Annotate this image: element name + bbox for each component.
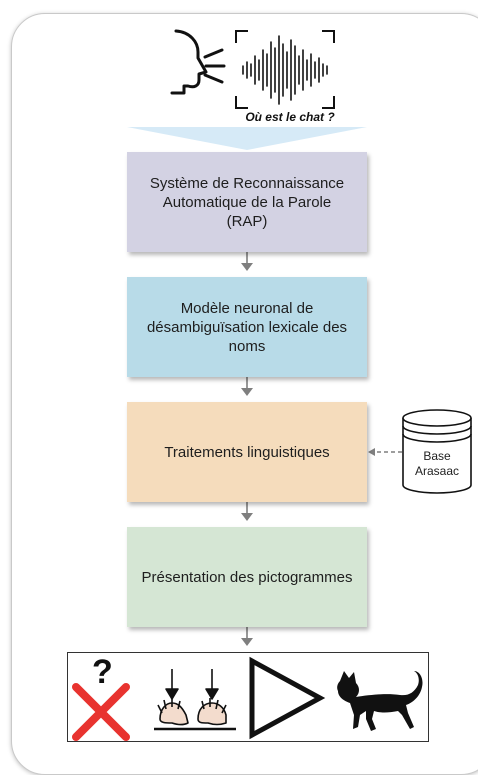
- waveform: [242, 35, 328, 105]
- input-funnel: [127, 127, 367, 150]
- step-label: Présentation des pictogrammes: [141, 568, 353, 586]
- database-link-arrow: [368, 448, 402, 456]
- step-lexical-disambiguation: Modèle neuronal de désambiguïsation lexi…: [127, 277, 367, 377]
- question-cross-icon: ?: [72, 653, 130, 741]
- flow-arrow: [241, 377, 253, 396]
- flow-arrow: [241, 627, 253, 646]
- step-label: Traitements linguistiques: [164, 443, 330, 461]
- pictogram-panel: ?: [67, 652, 429, 742]
- step-label: Système de Reconnaissance Automatique de…: [149, 174, 345, 230]
- hands-pointing-down-icon: [154, 669, 236, 731]
- step-speech-recognition: Système de Reconnaissance Automatique de…: [127, 152, 367, 252]
- flow-arrow: [241, 502, 253, 521]
- step-linguistic-processing: Traitements linguistiques: [127, 402, 367, 502]
- step-label: Modèle neuronal de désambiguïsation lexi…: [146, 299, 348, 355]
- sound-wave-icon: [235, 30, 335, 109]
- svg-text:?: ?: [92, 653, 113, 691]
- speech-graphic: [127, 29, 472, 646]
- step-pictogram-display: Présentation des pictogrammes: [127, 527, 367, 627]
- flow-arrow: [241, 252, 253, 271]
- flow-arrows: [241, 252, 253, 646]
- database-icon: [402, 409, 472, 494]
- speech-caption: Où est le chat ?: [245, 110, 335, 124]
- black-cat-icon: [337, 671, 423, 731]
- database-label: Base Arasaac: [414, 449, 460, 478]
- speaking-head-icon: [170, 29, 226, 95]
- diagram-stage: Où est le chat ? Système de Reconnaissan…: [67, 29, 472, 742]
- pictogram-row: ?: [72, 653, 423, 741]
- play-triangle-icon: [249, 656, 326, 740]
